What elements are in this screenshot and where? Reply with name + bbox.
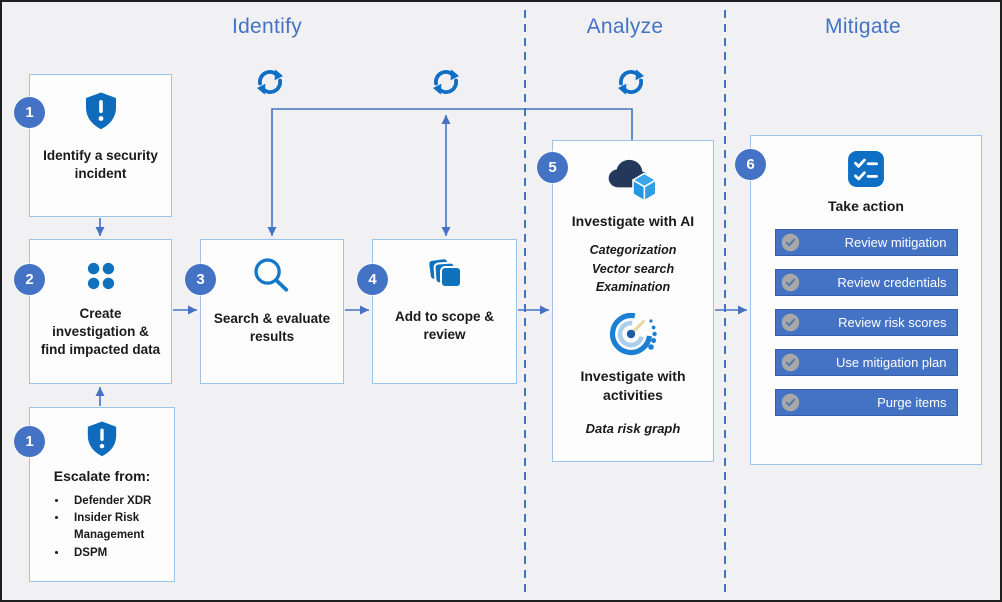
step-box-investigate: 5 Investigate with AI Categorization Vec… [537,140,714,462]
four-dots-icon [87,262,114,290]
step-title: Investigate with AI [571,213,695,229]
action-label: Review risk scores [838,314,947,330]
action-label: Review mitigation [844,234,947,250]
step-title: Add to scope & review [394,309,494,343]
step-number-badge: 1 [14,97,45,128]
step-box-escalate: 1 Escalate from: Defender XDR Insider Ri… [14,407,175,582]
step-title: Identify a security incident [43,148,158,182]
step-number-badge: 5 [537,152,568,183]
activities-method: Data risk graph [585,420,681,436]
step-title: Search & evaluate results [213,311,331,345]
ai-method: Vector search [591,261,675,276]
layers-icon [426,257,462,288]
action-label: Use mitigation plan [835,354,947,370]
search-icon [254,258,289,292]
data-gauge-icon [609,313,657,356]
check-circle-icon [781,313,799,332]
action-label: Review credentials [837,274,947,290]
ai-methods-list: Categorization Vector search Examination [590,241,677,297]
action-button-use-mitigation-plan[interactable]: Use mitigation plan [774,348,958,376]
phase-header-analyze: Analyze [586,15,664,38]
step-box-create-investigation: 2 Create investigation & find impacted d… [14,239,172,384]
step-title: Escalate from: [53,468,151,484]
checklist-icon [848,151,884,187]
ai-method: Categorization [589,242,677,257]
cloud-cube-icon [608,159,657,202]
shield-exclamation-icon [87,421,117,457]
action-label: Purge items [877,394,947,410]
escalation-source: Insider Risk Management [68,510,174,545]
connector-loop-step5-step3 [267,108,633,236]
sync-icon [255,67,285,97]
step-title: Take action [828,198,904,214]
phase-header-identify: Identify [231,15,303,38]
step-box-add-scope: 4 Add to scope & review [357,239,517,384]
activities-title: Investigate with activities [580,368,686,404]
shield-exclamation-icon [85,92,116,130]
check-circle-icon [781,273,799,292]
step-box-take-action: 6 Take action Review mitigation Review c… [735,135,982,465]
check-circle-icon [781,353,799,372]
action-button-review-mitigation[interactable]: Review mitigation [774,228,958,256]
phase-header-mitigate: Mitigate [825,15,901,38]
step-number-badge: 2 [14,264,45,295]
check-circle-icon [781,393,799,412]
step-number-badge: 1 [14,426,45,457]
escalation-source: DSPM [68,545,174,562]
action-list: Review mitigation Review credentials Rev… [751,228,981,429]
action-button-purge-items[interactable]: Purge items [774,388,958,416]
step-number-badge: 4 [357,264,388,295]
check-circle-icon [781,233,799,252]
step-number-badge: 3 [185,264,216,295]
sync-icon [616,67,646,97]
escalation-source: Defender XDR [68,493,174,510]
step-title: Create investigation & find impacted dat… [40,306,161,358]
action-button-review-credentials[interactable]: Review credentials [774,268,958,296]
sync-icon [431,67,461,97]
ai-method: Examination [595,280,671,295]
escalation-sources-list: Defender XDR Insider Risk Management DSP… [30,493,174,562]
step-number-badge: 6 [735,149,766,180]
step-box-identify-incident: 1 Identify a security incident [14,74,172,217]
step-box-search-evaluate: 3 Search & evaluate results [185,239,344,384]
action-button-review-risk-scores[interactable]: Review risk scores [774,308,958,336]
